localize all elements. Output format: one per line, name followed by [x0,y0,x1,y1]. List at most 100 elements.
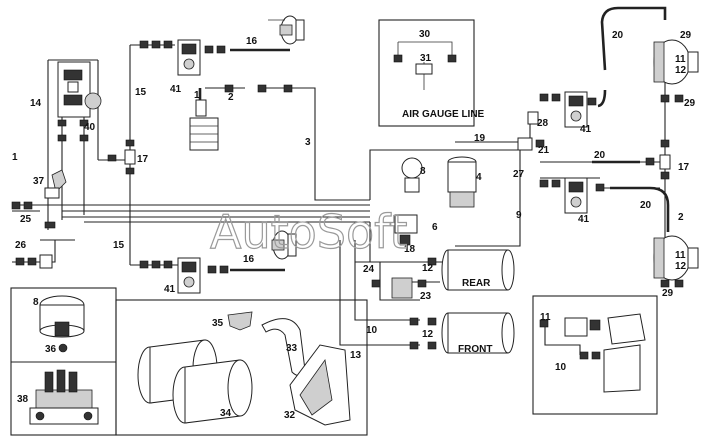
hose-20-top-end [597,89,607,108]
valve-23 [371,277,427,299]
fitting-25 [11,201,56,229]
callout-10: 10 [555,362,567,373]
valve-14 [57,61,102,118]
callout-40: 40 [84,122,96,133]
callout-17: 17 [678,162,690,173]
detail-bracket-35 [227,311,253,331]
valve-28 [517,111,545,151]
detail-bracket-32 [289,344,351,426]
dryer-8 [401,157,423,193]
detail-strap-33 [261,318,306,376]
callout-25: 25 [20,214,32,225]
relay-valve-41-bottom-left [139,257,229,294]
callout-13: 13 [350,350,362,361]
callout-29: 29 [680,30,692,41]
air-gauge-line-title: AIR GAUGE LINE [402,109,485,120]
callout-16: 16 [243,254,255,265]
callout-11: 11 [540,312,551,323]
callout-23: 23 [420,291,432,302]
detail-valve-38 [29,369,99,425]
callout-20: 20 [594,150,606,161]
watermark: AutoSoft [210,205,408,259]
callout-labels: 1 1 2 2 3 4 6 8 8 9 10 10 11 12 11 12 11… [12,29,696,421]
callout-8: 8 [420,166,426,177]
hose-20-bottom [610,186,670,232]
callout-4: 4 [476,172,482,183]
callout-10: 10 [366,325,378,336]
air-gauge-line-box [378,19,475,127]
callout-28: 28 [537,118,549,129]
callout-35: 35 [212,318,224,329]
callout-36: 36 [45,344,57,355]
callout-38: 38 [17,394,29,405]
callout-41: 41 [170,84,182,95]
callout-41: 41 [580,124,592,135]
callout-37: 37 [33,176,45,187]
brake-chamber-top-right [653,39,699,103]
callout-1: 1 [194,90,200,101]
callout-15: 15 [135,87,147,98]
callout-26: 26 [15,240,27,251]
callout-20: 20 [640,200,652,211]
hose-20-top [600,6,667,71]
callout-9: 9 [516,210,522,221]
tee-17-left [107,139,136,175]
relay-valve-41-bottom-right [539,177,605,214]
callout-12: 12 [675,261,687,272]
gauge-detail-box [532,295,658,415]
tank-rear-label: REAR [462,278,491,289]
callout-18: 18 [404,244,416,255]
tank-mounting-box [115,299,368,436]
detail-governor-8 [39,295,85,353]
callout-8: 8 [33,297,39,308]
callout-11: 11 [675,250,686,261]
callout-12: 12 [422,263,434,274]
valve-6 [394,214,418,246]
tank-fittings [409,257,437,350]
callout-17: 17 [137,154,149,165]
callout-20: 20 [612,30,624,41]
callout-16: 16 [246,36,258,47]
callout-2: 2 [678,212,684,223]
callout-14: 14 [30,98,42,109]
detail-gauge-box [539,313,646,393]
fitting-26 [15,254,53,269]
tank-front [441,312,515,354]
air-gauge-30 [393,41,457,90]
callout-6: 6 [432,222,438,233]
callout-11: 11 [675,54,686,65]
brake-chamber-top-left [268,15,305,45]
callout-19: 19 [474,133,486,144]
callout-1: 1 [12,152,18,163]
callout-12: 12 [675,65,687,76]
relay-valve-41-top-left [139,39,226,76]
callout-34: 34 [220,408,232,419]
brake-chamber-bottom-left [271,230,297,260]
callout-31: 31 [420,53,432,64]
brake-chamber-bottom-right [653,235,699,288]
callout-21: 21 [538,145,550,156]
callout-30: 30 [419,29,431,40]
callout-12: 12 [422,329,434,340]
relay-valve-41-top-right [539,91,597,128]
air-dryer-4 [447,156,477,208]
tee-17-right [645,139,671,180]
tank-front-label: FRONT [458,344,492,355]
callout-3: 3 [305,137,311,148]
callout-27: 27 [513,169,525,180]
valve-37 [44,169,67,199]
callout-33: 33 [286,343,298,354]
callout-29: 29 [662,288,674,299]
callout-24: 24 [363,264,375,275]
detail-tanks-34 [137,339,253,424]
callout-32: 32 [284,410,296,421]
air-filter-1 [189,84,293,151]
callout-29: 29 [684,98,696,109]
callout-41: 41 [578,214,590,225]
tank-rear [441,249,515,291]
fittings-column-14 [57,119,89,142]
callout-15: 15 [113,240,125,251]
callout-41: 41 [164,284,176,295]
